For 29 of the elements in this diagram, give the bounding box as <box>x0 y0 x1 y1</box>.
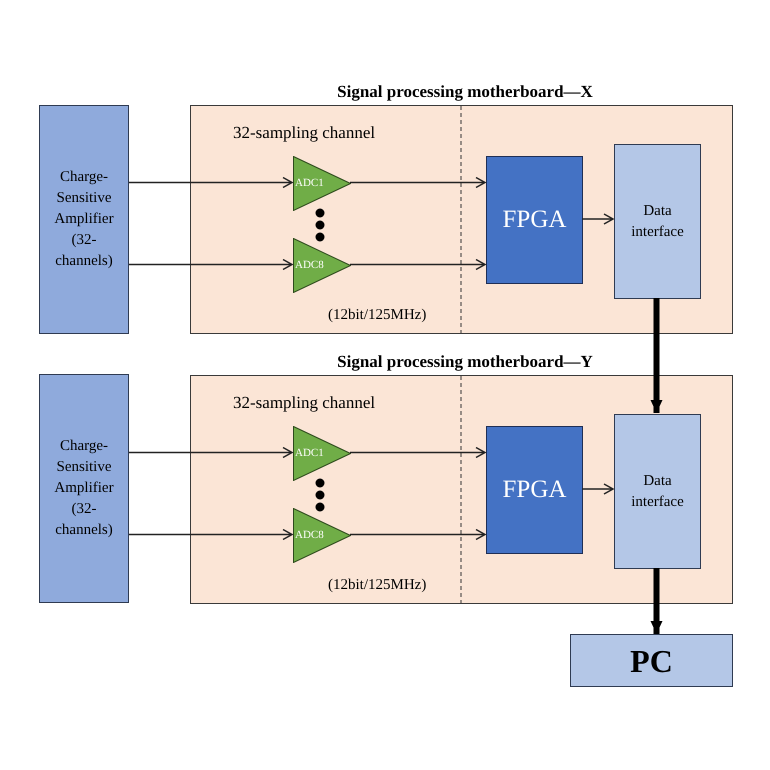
arrow <box>350 446 486 458</box>
board-title: Signal processing motherboard—Y <box>336 351 594 373</box>
arrow <box>129 528 293 540</box>
arrow <box>582 213 614 225</box>
amplifier-box: Charge-Sensitive Amplifier (32-channels) <box>39 374 129 603</box>
adc-triangle: ADC1 <box>293 156 351 211</box>
fpga-box: FPGA <box>486 426 583 554</box>
interface-box: Data interface <box>614 414 701 569</box>
interface-box: Data interface <box>614 144 701 299</box>
arrow <box>129 176 293 188</box>
arrow <box>650 298 662 413</box>
fpga-box: FPGA <box>486 156 583 284</box>
channel-label: 32-sampling channel <box>233 122 376 144</box>
arrow <box>650 568 662 634</box>
channel-label: 32-sampling channel <box>233 392 376 414</box>
adc-triangle: ADC8 <box>293 238 351 293</box>
adc-spec-label: (12bit/125MHz) <box>328 576 426 595</box>
amplifier-box: Charge-Sensitive Amplifier (32-channels) <box>39 105 129 334</box>
arrow <box>350 528 486 540</box>
pc-box: PC <box>570 634 733 687</box>
adc-spec-label: (12bit/125MHz) <box>328 306 426 325</box>
arrow <box>129 258 293 270</box>
board-title: Signal processing motherboard—X <box>336 81 594 103</box>
adc-triangle: ADC8 <box>293 508 351 563</box>
arrow <box>582 483 614 495</box>
arrow <box>350 258 486 270</box>
arrow <box>129 446 293 458</box>
adc-triangle: ADC1 <box>293 426 351 481</box>
arrow <box>350 176 486 188</box>
